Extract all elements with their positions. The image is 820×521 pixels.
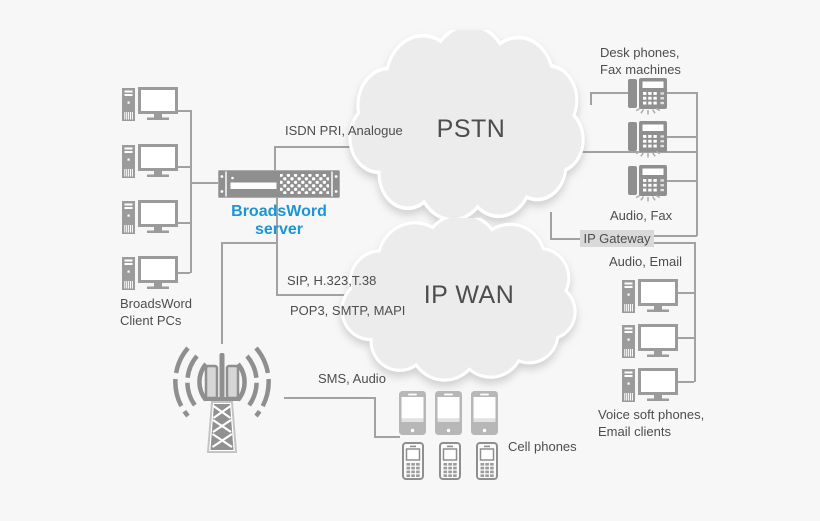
connector-line bbox=[667, 136, 696, 138]
connector-line bbox=[221, 242, 277, 244]
connector-line bbox=[221, 242, 223, 344]
client-pc-icon bbox=[122, 144, 178, 178]
connector-line bbox=[284, 397, 374, 399]
connector-line bbox=[274, 146, 276, 170]
desk-phone-icon bbox=[628, 165, 668, 203]
pstn-cloud-label: PSTN bbox=[436, 115, 506, 143]
connector-line bbox=[677, 337, 694, 339]
connector-line bbox=[276, 198, 278, 294]
connector-line bbox=[176, 222, 190, 224]
smartphone-icon bbox=[435, 391, 462, 435]
connector-line bbox=[677, 292, 694, 294]
connector-line bbox=[677, 381, 694, 383]
sms-link-label: SMS, Audio bbox=[318, 371, 386, 386]
connector-line bbox=[374, 436, 400, 438]
soft-phone-pc-icon bbox=[622, 279, 678, 313]
feature-phone-icon bbox=[402, 442, 424, 480]
connector-line bbox=[550, 238, 580, 240]
connector-line bbox=[274, 146, 372, 148]
connector-line bbox=[190, 182, 218, 184]
smartphone-icon bbox=[399, 391, 426, 435]
isdn-link-label: ISDN PRI, Analogue bbox=[285, 123, 403, 138]
connector-line bbox=[654, 242, 694, 244]
connector-line bbox=[696, 92, 698, 236]
feature-phone-icon bbox=[476, 442, 498, 480]
cell-phones-label: Cell phones bbox=[508, 439, 577, 454]
smartphone-icon bbox=[471, 391, 498, 435]
server-label: BroadsWord server bbox=[231, 203, 327, 238]
cell-tower-icon bbox=[160, 340, 284, 454]
soft-phones-label: Voice soft phones,Email clients bbox=[598, 407, 705, 439]
connector-line bbox=[590, 92, 628, 94]
feature-phone-icon bbox=[439, 442, 461, 480]
ip-gateway-label: IP Gateway bbox=[580, 230, 654, 247]
connector-line bbox=[276, 294, 358, 296]
desk-phone-icon bbox=[628, 78, 668, 116]
desk-phones-label: Desk phones,Fax machines bbox=[600, 45, 681, 77]
client-pc-icon bbox=[122, 256, 178, 290]
soft-phone-pc-icon bbox=[622, 324, 678, 358]
pop3-link-label: POP3, SMTP, MAPI bbox=[290, 303, 406, 318]
connector-line bbox=[590, 92, 592, 105]
client-pc-icon bbox=[122, 200, 178, 234]
connector-line bbox=[667, 92, 696, 94]
desk-phone-icon bbox=[628, 121, 668, 159]
connector-line bbox=[374, 397, 376, 436]
connector-line bbox=[654, 235, 697, 237]
connector-line bbox=[190, 110, 192, 273]
connector-line bbox=[176, 272, 190, 274]
soft-phone-pc-icon bbox=[622, 368, 678, 402]
connector-line bbox=[176, 110, 190, 112]
ipwan-cloud-label: IP WAN bbox=[423, 281, 515, 309]
connector-line bbox=[176, 166, 190, 168]
client-pc-icon bbox=[122, 87, 178, 121]
audio-email-link-label: Audio, Email bbox=[609, 254, 682, 269]
connector-line bbox=[550, 212, 552, 238]
audio-fax-link-label: Audio, Fax bbox=[610, 208, 673, 223]
connector-line bbox=[667, 180, 696, 182]
connector-line bbox=[694, 242, 696, 382]
server-icon bbox=[218, 170, 340, 198]
connector-line bbox=[570, 151, 696, 153]
sip-link-label: SIP, H.323,T.38 bbox=[287, 273, 377, 288]
